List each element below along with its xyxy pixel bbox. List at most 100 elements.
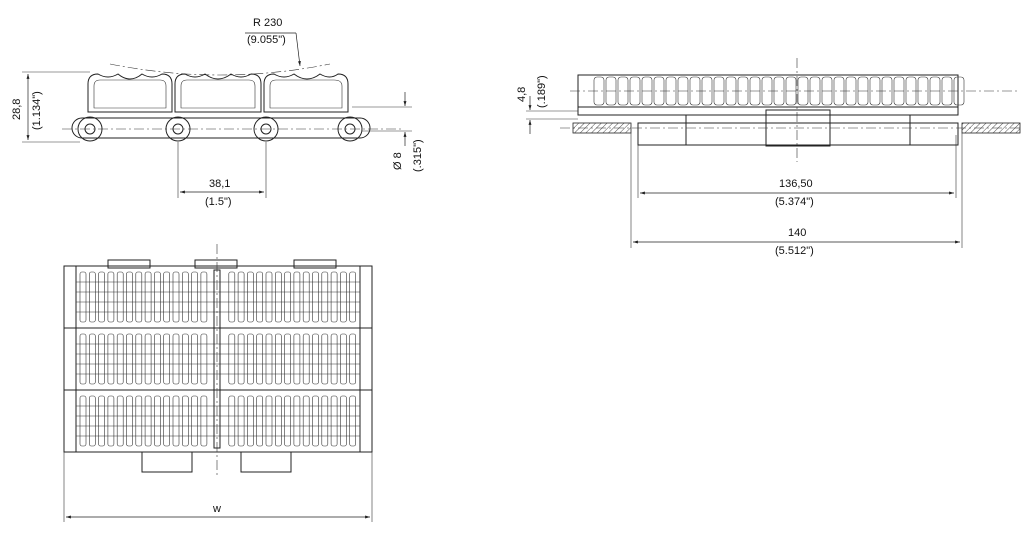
belt-rib — [182, 271, 189, 323]
belt-rib — [200, 271, 208, 323]
pin-circle — [77, 116, 103, 142]
link-3 — [263, 73, 349, 113]
belt-rib — [349, 271, 357, 323]
belt-rib — [126, 333, 133, 385]
belt-rib — [265, 395, 273, 447]
belt-rib — [116, 333, 124, 385]
belt-rib — [302, 333, 310, 385]
belt-rib — [79, 271, 87, 323]
belt-rib — [349, 333, 357, 385]
belt-rib — [321, 333, 329, 385]
belt-rib — [107, 395, 115, 447]
belt-rib — [274, 395, 282, 447]
pitch-value: 38,1 — [209, 178, 230, 190]
radius-value: R 230 — [253, 17, 282, 29]
belt-rib — [228, 333, 236, 385]
belt-rib — [256, 333, 264, 385]
inner-width-value: 136,50 — [779, 178, 813, 190]
belt-rib — [321, 271, 329, 323]
radius-arc — [109, 63, 331, 76]
belt-rib — [163, 271, 170, 323]
belt-rib — [144, 395, 152, 447]
pin-circle — [337, 116, 363, 142]
front-view: 4,8 (.189") 136,50 (5.374") 140 (5.512") — [516, 58, 1021, 257]
belt-rib — [144, 271, 152, 323]
link-2 — [174, 73, 262, 113]
height-value-inch: (1.134") — [31, 91, 43, 130]
belt-rib — [321, 395, 329, 447]
inner-width-value-inch: (5.374") — [775, 196, 814, 208]
belt-rib — [89, 395, 96, 447]
belt-rib — [154, 333, 161, 385]
belt-rib — [330, 271, 338, 323]
belt-rib — [172, 271, 180, 323]
pin-circle — [165, 116, 191, 142]
belt-rib — [200, 395, 208, 447]
belt-rib — [256, 271, 264, 323]
belt-rib — [116, 271, 124, 323]
belt-rib — [284, 271, 291, 323]
belt-rib — [144, 333, 152, 385]
belt-rib — [116, 395, 124, 447]
radius-value-inch: (9.055") — [247, 34, 286, 46]
belt-rib — [247, 333, 254, 385]
belt-rib — [135, 333, 143, 385]
belt-rib — [330, 395, 338, 447]
chain-links — [62, 73, 402, 139]
height-value: 28,8 — [11, 99, 23, 120]
belt-rib — [237, 395, 245, 447]
belt-rib — [182, 395, 189, 447]
top-view: w — [63, 244, 373, 522]
pin-dia-value-inch: (.315") — [412, 139, 424, 172]
belt-rib — [284, 333, 291, 385]
belt-rib — [247, 395, 254, 447]
belt-rib — [126, 271, 133, 323]
belt-rib — [265, 271, 273, 323]
belt-rib — [191, 271, 198, 323]
belt-rib — [330, 333, 338, 385]
belt-rib — [312, 271, 319, 323]
belt-rib — [302, 271, 310, 323]
belt-rib — [237, 271, 245, 323]
width-label: w — [212, 503, 221, 515]
offset-value-inch: (.189") — [536, 75, 548, 108]
pin-dia-value: Ø 8 — [392, 152, 404, 170]
pin-circle — [253, 116, 279, 142]
side-view: R 230 (9.055") 28,8 — [11, 17, 424, 208]
belt-rib — [340, 271, 347, 323]
belt-rib — [172, 395, 180, 447]
belt-rib — [293, 333, 301, 385]
belt-rib — [265, 333, 273, 385]
belt-rib — [79, 333, 87, 385]
belt-rib — [200, 333, 208, 385]
belt-rib — [340, 333, 347, 385]
outer-width-value: 140 — [788, 227, 806, 239]
belt-rib — [135, 395, 143, 447]
belt-rib — [312, 395, 319, 447]
belt-rib — [126, 395, 133, 447]
belt-rib — [98, 333, 105, 385]
offset-value: 4,8 — [516, 87, 528, 102]
belt-rib — [340, 395, 347, 447]
belt-rib — [293, 395, 301, 447]
belt-ribs-grid — [76, 271, 360, 447]
belt-rib — [247, 271, 254, 323]
belt-outline — [63, 265, 373, 453]
belt-rib — [107, 271, 115, 323]
belt-rib — [293, 271, 301, 323]
belt-rib — [172, 333, 180, 385]
radius-arrow — [295, 32, 301, 67]
belt-rib — [154, 271, 161, 323]
belt-rib — [163, 395, 170, 447]
belt-rib — [98, 271, 105, 323]
belt-rib — [191, 395, 198, 447]
belt-rib — [256, 395, 264, 447]
belt-rib — [89, 271, 96, 323]
belt-rib — [107, 333, 115, 385]
pitch-value-inch: (1.5") — [205, 196, 232, 208]
belt-rib — [312, 333, 319, 385]
belt-rib — [349, 395, 357, 447]
belt-rib — [163, 333, 170, 385]
right-wear-strip — [961, 122, 1021, 134]
